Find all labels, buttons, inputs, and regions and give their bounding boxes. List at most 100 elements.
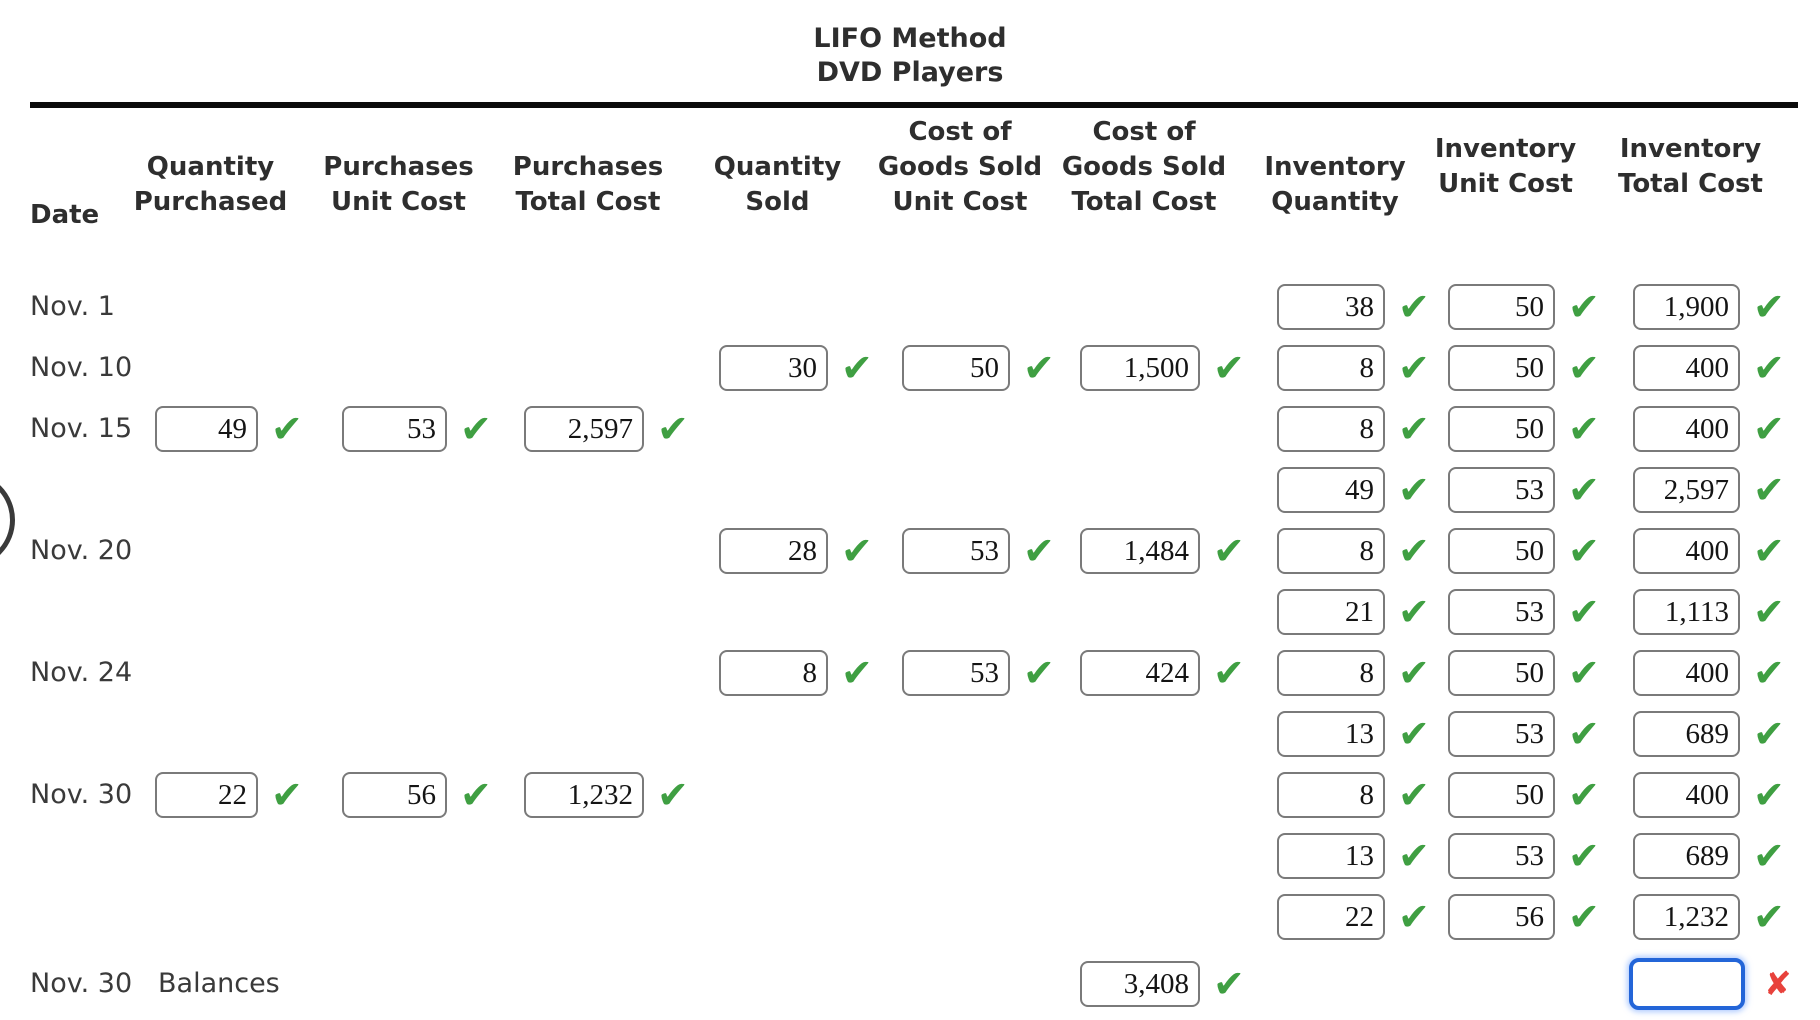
inv-unit-input[interactable] [1448, 833, 1555, 879]
check-icon: ✔ [271, 773, 303, 817]
header-line: Cost of [1092, 117, 1196, 147]
check-icon: ✔ [1753, 529, 1785, 573]
sold-qty-input[interactable] [719, 345, 828, 391]
check-icon: ✔ [1753, 773, 1785, 817]
inv-qty-input[interactable] [1277, 345, 1385, 391]
check-icon: ✔ [1023, 651, 1055, 695]
header-line: Inventory [1434, 134, 1577, 164]
inv-total-input[interactable] [1633, 589, 1740, 635]
sold-qty-input[interactable] [719, 528, 828, 574]
check-icon: ✔ [1398, 895, 1430, 939]
check-icon: ✔ [1568, 529, 1600, 573]
pur-total-input[interactable] [524, 772, 644, 818]
inv-total-input[interactable] [1633, 467, 1740, 513]
inv-qty-input[interactable] [1277, 406, 1385, 452]
inv-qty-input[interactable] [1277, 284, 1385, 330]
cogs-unit-input[interactable] [902, 650, 1010, 696]
inv-total-input[interactable] [1633, 528, 1740, 574]
inv-total-input[interactable] [1633, 833, 1740, 879]
inv-total-input[interactable] [1633, 284, 1740, 330]
header-line: Unit Cost [331, 187, 466, 217]
inv-qty-input[interactable] [1277, 894, 1385, 940]
report-title-line1: LIFO Method [813, 23, 1007, 54]
partial-circle-decoration [0, 472, 15, 568]
pur-unit-input[interactable] [342, 772, 447, 818]
header-line: Total Cost [515, 187, 661, 217]
col-header-date: Date [30, 200, 100, 230]
inv-qty-input[interactable] [1277, 528, 1385, 574]
check-icon: ✔ [271, 407, 303, 451]
inv-total-input[interactable] [1633, 894, 1740, 940]
row-date: Nov. 30 [30, 779, 133, 810]
check-icon: ✔ [1753, 407, 1785, 451]
inv-unit-input[interactable] [1448, 589, 1555, 635]
check-icon: ✔ [1213, 962, 1245, 1006]
check-icon: ✔ [1398, 590, 1430, 634]
inv-total-input[interactable] [1633, 711, 1740, 757]
inv-total-input[interactable] [1633, 650, 1740, 696]
report-title: LIFO Method DVD Players [0, 22, 1820, 90]
check-icon: ✔ [1398, 773, 1430, 817]
cogs-unit-input[interactable] [902, 528, 1010, 574]
check-icon: ✔ [460, 407, 492, 451]
inv-unit-input[interactable] [1448, 467, 1555, 513]
check-icon: ✔ [1398, 834, 1430, 878]
check-icon: ✔ [1568, 834, 1600, 878]
inv-unit-input[interactable] [1448, 406, 1555, 452]
cogs-total-input[interactable] [1080, 528, 1200, 574]
inv-unit-input[interactable] [1448, 894, 1555, 940]
check-icon: ✔ [1398, 285, 1430, 329]
check-icon: ✔ [1398, 407, 1430, 451]
inv-qty-input[interactable] [1277, 711, 1385, 757]
row-date: Nov. 15 [30, 413, 133, 444]
report-title-line2: DVD Players [816, 57, 1004, 88]
inv-qty-input[interactable] [1277, 833, 1385, 879]
check-icon: ✔ [1753, 895, 1785, 939]
header-line: Purchased [133, 187, 288, 217]
check-icon: ✔ [1753, 590, 1785, 634]
check-icon: ✔ [657, 407, 689, 451]
inv-unit-input[interactable] [1448, 650, 1555, 696]
inv-unit-input[interactable] [1448, 528, 1555, 574]
inv-total-input[interactable] [1633, 772, 1740, 818]
pur-qty-input[interactable] [155, 406, 258, 452]
header-line: Cost of [908, 117, 1012, 147]
check-icon: ✔ [1398, 468, 1430, 512]
inv-total-input[interactable] [1633, 406, 1740, 452]
inv-unit-input[interactable] [1448, 772, 1555, 818]
check-icon: ✔ [841, 529, 873, 573]
check-icon: ✔ [1568, 712, 1600, 756]
inv-qty-input[interactable] [1277, 589, 1385, 635]
check-icon: ✔ [1568, 407, 1600, 451]
header-line: Quantity [146, 152, 275, 182]
inv-qty-input[interactable] [1277, 467, 1385, 513]
pur-qty-input[interactable] [155, 772, 258, 818]
check-icon: ✔ [1398, 712, 1430, 756]
pur-unit-input[interactable] [342, 406, 447, 452]
inv-qty-input[interactable] [1277, 650, 1385, 696]
inv-unit-input[interactable] [1448, 284, 1555, 330]
inv-unit-input[interactable] [1448, 345, 1555, 391]
check-icon: ✔ [1568, 590, 1600, 634]
header-line: Unit Cost [892, 187, 1028, 217]
check-icon: ✔ [1213, 651, 1245, 695]
inv-total-input[interactable] [1633, 345, 1740, 391]
cogs-total-input[interactable] [1080, 650, 1200, 696]
cogs-total-input[interactable] [1080, 961, 1200, 1007]
cogs-total-input[interactable] [1080, 345, 1200, 391]
inv-total-input[interactable] [1629, 958, 1745, 1010]
header-line: Total Cost [1618, 169, 1763, 199]
inv-qty-input[interactable] [1277, 772, 1385, 818]
pur-total-input[interactable] [524, 406, 644, 452]
inv-unit-input[interactable] [1448, 711, 1555, 757]
row-sublabel: Balances [158, 968, 280, 999]
header-line: Purchases [323, 152, 474, 182]
sold-qty-input[interactable] [719, 650, 828, 696]
cogs-unit-input[interactable] [902, 345, 1010, 391]
header-line: Purchases [512, 152, 664, 182]
